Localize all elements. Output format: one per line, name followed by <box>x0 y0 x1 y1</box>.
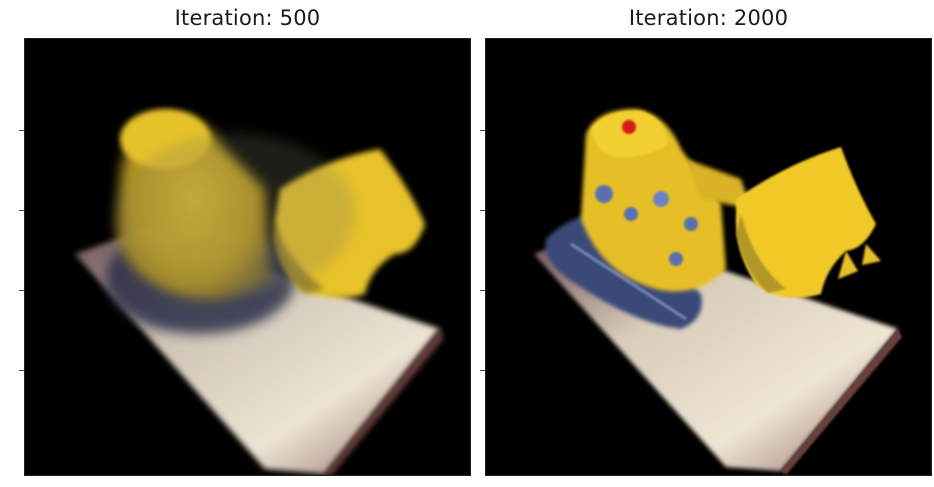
axis-tick <box>19 370 24 371</box>
render-panel-iteration-2000 <box>485 38 932 476</box>
bulldozer-render-blurry <box>75 109 443 475</box>
axis-tick <box>480 370 485 371</box>
panel-title-iteration-500: Iteration: 500 <box>174 6 321 30</box>
render-panel-iteration-500 <box>24 38 471 476</box>
axis-tick <box>19 210 24 211</box>
axis-tick <box>480 210 485 211</box>
axis-tick <box>480 130 485 131</box>
axis-tick <box>19 130 24 131</box>
axis-tick <box>19 290 24 291</box>
axis-tick <box>480 290 485 291</box>
bulldozer-render-sharper <box>534 109 902 475</box>
panel-title-iteration-2000: Iteration: 2000 <box>628 6 789 30</box>
